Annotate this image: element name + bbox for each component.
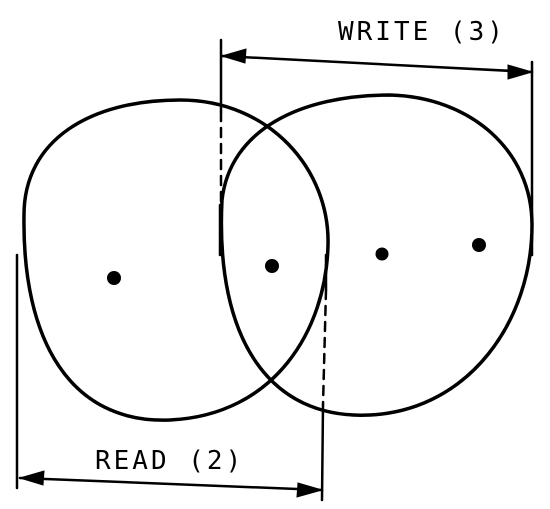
read-label: READ (2) <box>95 446 244 476</box>
node-dot-4 <box>472 238 486 252</box>
write-arrow-right <box>507 64 534 80</box>
read-arrow-right <box>296 482 324 498</box>
read-extension-right-lower <box>320 403 325 502</box>
read-extension-right-dashed <box>321 288 328 407</box>
node-dot-1 <box>107 271 121 285</box>
write-quorum-circle <box>219 93 534 417</box>
node-dot-2 <box>265 259 279 273</box>
read-quorum-circle <box>22 98 330 422</box>
write-arrow-left <box>220 48 247 64</box>
write-label: WRITE (3) <box>338 17 506 47</box>
read-arrow-left <box>18 470 45 486</box>
node-dot-3 <box>375 247 389 261</box>
read-dimension-line <box>18 476 324 492</box>
write-dimension-line <box>220 54 534 74</box>
